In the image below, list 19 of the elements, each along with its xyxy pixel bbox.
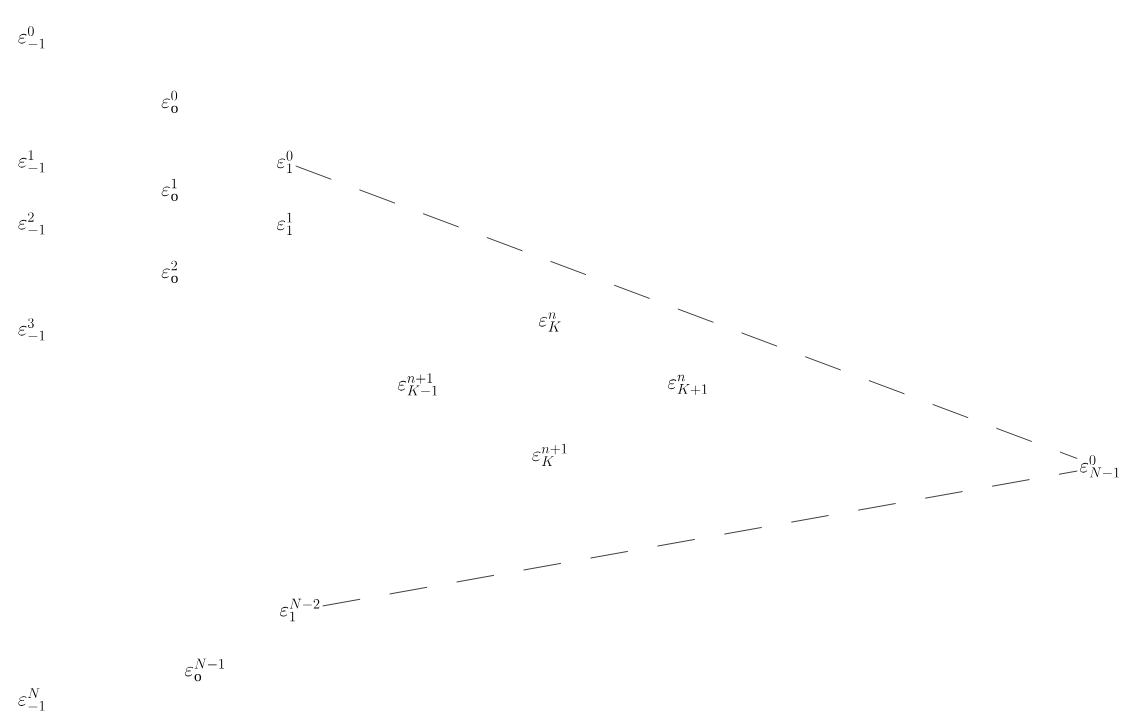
formula-label: $\varepsilon^{n+1}_{K}$ <box>532 443 567 466</box>
formula-label: $\varepsilon^{0}_{\mathrm{o}}$ <box>161 90 178 114</box>
dashed-line <box>322 470 1078 607</box>
formula-label: $\varepsilon^{n+1}_{K-1}$ <box>397 373 437 396</box>
formula-label: $\varepsilon^{N-1}_{\mathrm{o}}$ <box>185 658 224 682</box>
formula-label: $\varepsilon^{0}_{1}$ <box>277 150 293 173</box>
formula-label: $\varepsilon^{N}_{-1}$ <box>18 688 45 711</box>
formula-label: $\varepsilon^{1}_{\mathrm{o}}$ <box>161 178 178 202</box>
formula-label: $\varepsilon^{n}_{K+1}$ <box>668 374 707 395</box>
formula-label: $\varepsilon^{1}_{1}$ <box>277 212 292 235</box>
formula-label: $\varepsilon^{2}_{-1}$ <box>18 212 45 235</box>
dashed-line <box>295 165 1078 460</box>
formula-label: $\varepsilon^{n}_{K}$ <box>539 312 561 332</box>
formula-label: $\varepsilon^{0}_{N-1}$ <box>1080 455 1119 478</box>
formula-label: $\varepsilon^{N-2}_{1}$ <box>280 598 320 622</box>
formula-label: $\varepsilon^{1}_{-1}$ <box>18 150 45 173</box>
formula-label: $\varepsilon^{2}_{\mathrm{o}}$ <box>161 260 178 284</box>
formula-label: $\varepsilon^{0}_{-1}$ <box>18 26 45 49</box>
formula-label: $\varepsilon^{3}_{-1}$ <box>18 318 45 341</box>
